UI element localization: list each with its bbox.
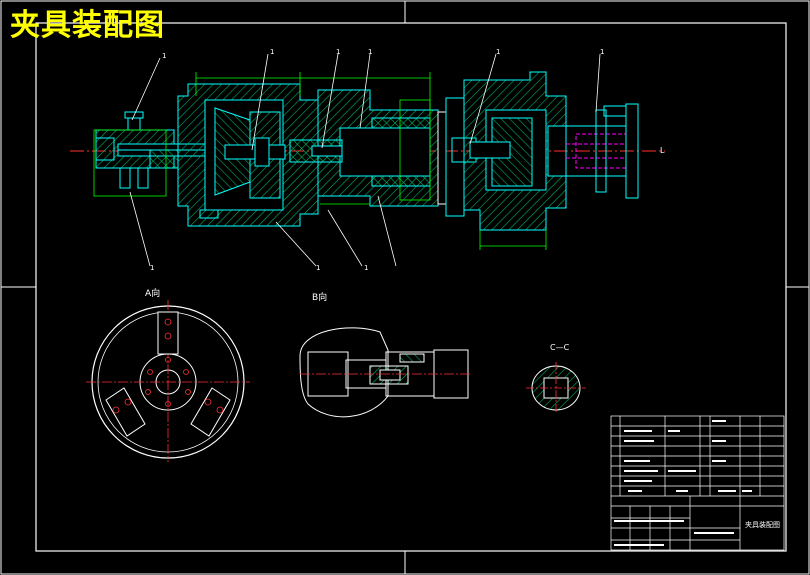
view-a-label: A向: [145, 287, 160, 299]
view-b: B向: [299, 291, 472, 418]
section-c-c: C—C: [526, 343, 586, 414]
balloon-label: 1: [368, 48, 372, 56]
section-c-label: C—C: [550, 343, 570, 352]
balloon-label: 1: [496, 48, 500, 56]
balloon-label: 1: [600, 48, 604, 56]
title-block-drawing-name: 夹具装配图: [745, 520, 780, 529]
balloon-label: 1: [316, 264, 320, 272]
balloon-label: 1: [336, 48, 340, 56]
title-block-fill-marks: [614, 420, 752, 546]
balloon-label: 1: [364, 264, 368, 272]
title-block: [610, 415, 785, 551]
drawing-title: 夹具装配图: [10, 8, 165, 43]
leader-lines: [129, 53, 601, 267]
view-b-label: B向: [312, 291, 327, 303]
balloon-label: 1: [270, 48, 274, 56]
view-a-chuck: A向: [86, 287, 250, 462]
centerline-label: L: [660, 146, 665, 155]
balloon-label: 1: [150, 264, 154, 272]
part-balloons: 1 1 1 1 1 1 1 1 1: [150, 48, 604, 272]
main-section-view: L: [70, 71, 665, 250]
balloon-label: 1: [162, 52, 166, 60]
